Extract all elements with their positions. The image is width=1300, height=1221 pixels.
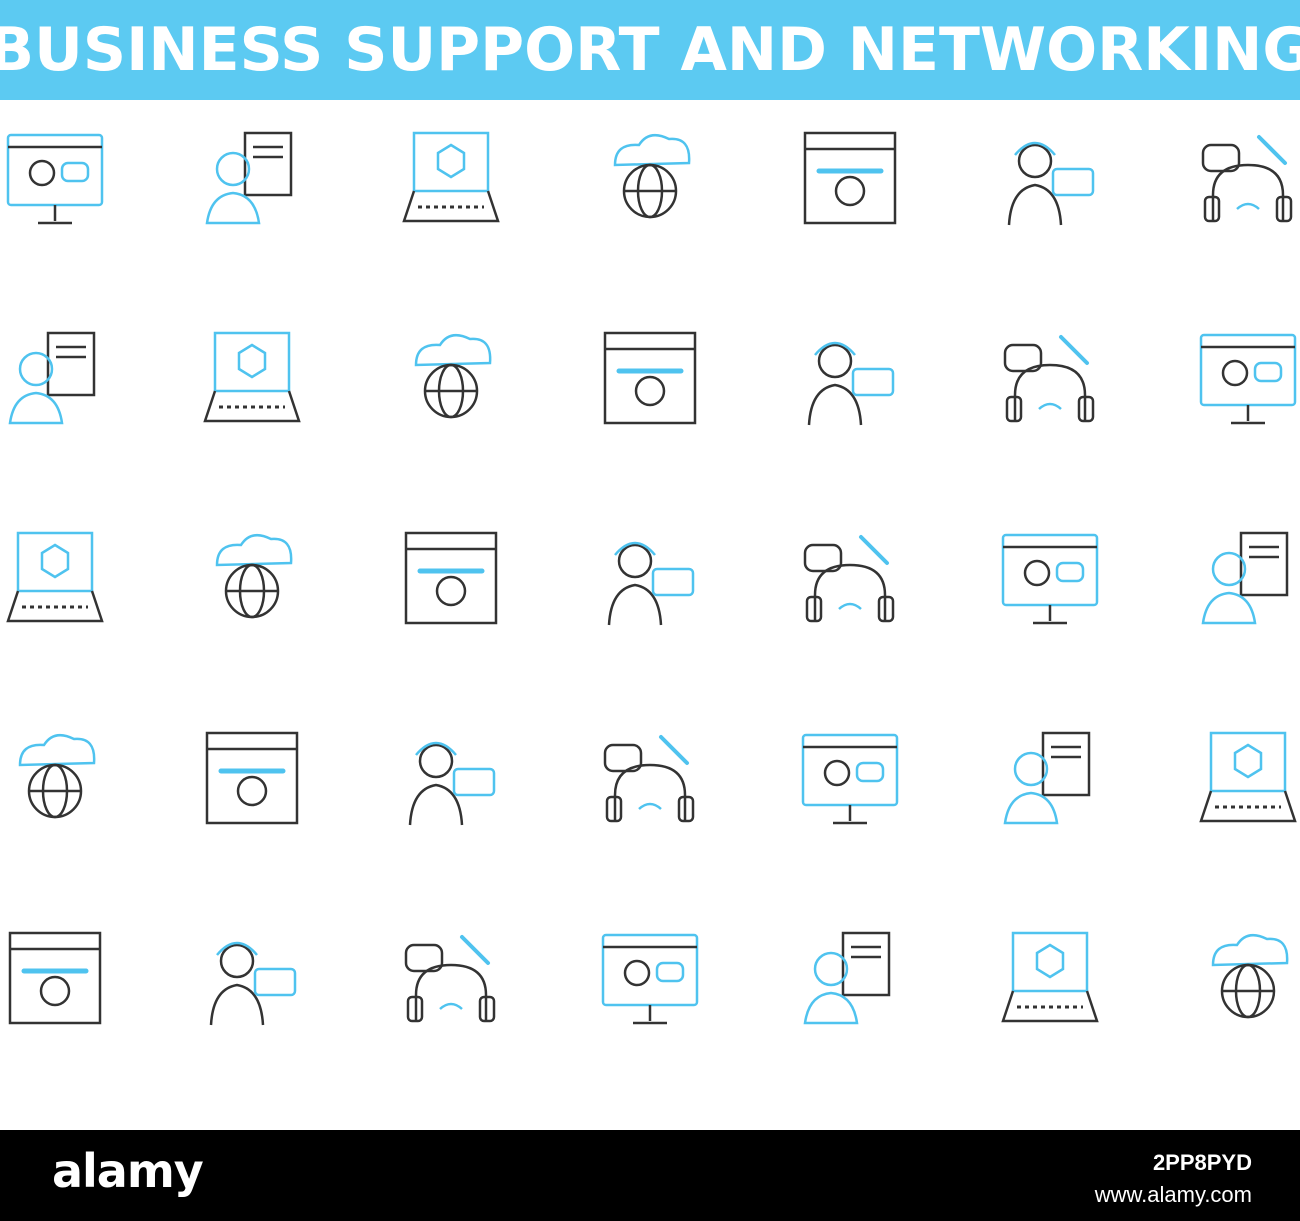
laptop-cloud-network-icon-graphic xyxy=(205,731,299,825)
headset-globe-icon xyxy=(995,925,1105,1035)
icon-grid xyxy=(0,100,1300,1130)
people-search-network-icon-graphic xyxy=(18,733,96,819)
database-laptop-icon xyxy=(795,325,905,435)
brand-logo: alamy xyxy=(52,1144,204,1198)
support-agent-cloud-icon-graphic xyxy=(1001,533,1099,625)
funnel-arrows-icon-graphic xyxy=(404,935,496,1023)
image-meta: 2PP8PYD www.alamy.com xyxy=(1095,1150,1252,1208)
laptop-hexagon-network-icon-graphic xyxy=(402,131,500,223)
laptop-cloud-network-icon xyxy=(197,725,307,835)
globe-network-icon-graphic xyxy=(607,541,695,626)
globe-hand-touch-icon xyxy=(1193,725,1300,835)
people-search-network-icon xyxy=(0,725,110,835)
video-call-monitor-icon-graphic xyxy=(6,133,104,225)
server-folders-icon xyxy=(1193,925,1300,1035)
tablet-wifi-icon-graphic xyxy=(6,531,104,623)
cloud-search-icon-graphic xyxy=(1003,731,1091,825)
folder-share-icon-graphic xyxy=(408,741,496,826)
laptop-shield-network-icon-graphic xyxy=(8,331,96,425)
support-agent-cloud-icon xyxy=(995,525,1105,635)
laptop-gear-magnifier-icon-graphic xyxy=(803,535,895,623)
wifi-router-icon-graphic xyxy=(603,735,695,823)
video-call-monitor-icon xyxy=(0,125,110,235)
folder-globe-transfer-icon-graphic xyxy=(603,331,697,425)
cloud-database-icon xyxy=(595,925,705,1035)
lifebuoy-hands-icon xyxy=(795,925,905,1035)
smartwatch-24-icon xyxy=(795,725,905,835)
phone-chat-bubbles-icon-graphic xyxy=(1201,531,1289,625)
server-folders-icon-graphic xyxy=(1211,933,1289,1019)
watermark-footer: alamy 2PP8PYD www.alamy.com xyxy=(0,1130,1300,1221)
cloud-network-cube-icon-graphic xyxy=(613,133,691,219)
image-id: 2PP8PYD xyxy=(1152,1150,1252,1175)
globe-hand-touch-icon-graphic xyxy=(1199,731,1297,823)
cloud-database-icon-graphic xyxy=(601,933,699,1025)
presenter-chart-board-icon-graphic xyxy=(209,941,297,1026)
funnel-arrows-icon xyxy=(396,925,506,1035)
globe-magnifier-icon-graphic xyxy=(1199,333,1297,425)
headphones-chat-wrench-icon xyxy=(1193,125,1300,235)
title-banner: BUSINESS SUPPORT AND NETWORKING xyxy=(0,0,1300,100)
folder-share-icon xyxy=(396,725,506,835)
cloud-server-racks-icon xyxy=(995,325,1105,435)
lifebuoy-hands-icon-graphic xyxy=(803,931,891,1025)
tablet-wifi-icon xyxy=(0,525,110,635)
database-laptop-icon-graphic xyxy=(807,341,895,426)
presenter-chart-board-icon xyxy=(197,925,307,1035)
globe-network-icon xyxy=(595,525,705,635)
browser-wrench-gear-icon xyxy=(795,125,905,235)
cloud-touch-network-icon xyxy=(0,925,110,1035)
businesswoman-documents-icon xyxy=(197,125,307,235)
cube-gear-lists-icon xyxy=(396,525,506,635)
cube-gear-lists-icon-graphic xyxy=(404,531,498,625)
cloud-search-icon xyxy=(995,725,1105,835)
cloud-server-racks-icon-graphic xyxy=(1003,335,1095,423)
connector-nodes-icon-graphic xyxy=(203,331,301,423)
gear-disc-icon xyxy=(396,325,506,435)
folder-globe-transfer-icon xyxy=(595,325,705,435)
laptop-hexagon-network-icon xyxy=(396,125,506,235)
woman-chat-bubble-icon xyxy=(995,125,1105,235)
site-url: www.alamy.com xyxy=(1094,1182,1252,1207)
gear-disc-icon-graphic xyxy=(414,333,492,419)
laptop-shield-network-icon xyxy=(0,325,110,435)
cloud-network-cube-icon xyxy=(595,125,705,235)
clipboard-approved-icon-graphic xyxy=(215,533,293,619)
cloud-touch-network-icon-graphic xyxy=(8,931,102,1025)
smartwatch-24-icon-graphic xyxy=(801,733,899,825)
headset-globe-icon-graphic xyxy=(1001,931,1099,1023)
headphones-chat-wrench-icon-graphic xyxy=(1201,135,1293,223)
browser-wrench-gear-icon-graphic xyxy=(803,131,897,225)
woman-chat-bubble-icon-graphic xyxy=(1007,141,1095,226)
connector-nodes-icon xyxy=(197,325,307,435)
laptop-gear-magnifier-icon xyxy=(795,525,905,635)
globe-magnifier-icon xyxy=(1193,325,1300,435)
clipboard-approved-icon xyxy=(197,525,307,635)
phone-chat-bubbles-icon xyxy=(1193,525,1300,635)
wifi-router-icon xyxy=(595,725,705,835)
businesswoman-documents-icon-graphic xyxy=(205,131,293,225)
page-title: BUSINESS SUPPORT AND NETWORKING xyxy=(0,15,1300,85)
